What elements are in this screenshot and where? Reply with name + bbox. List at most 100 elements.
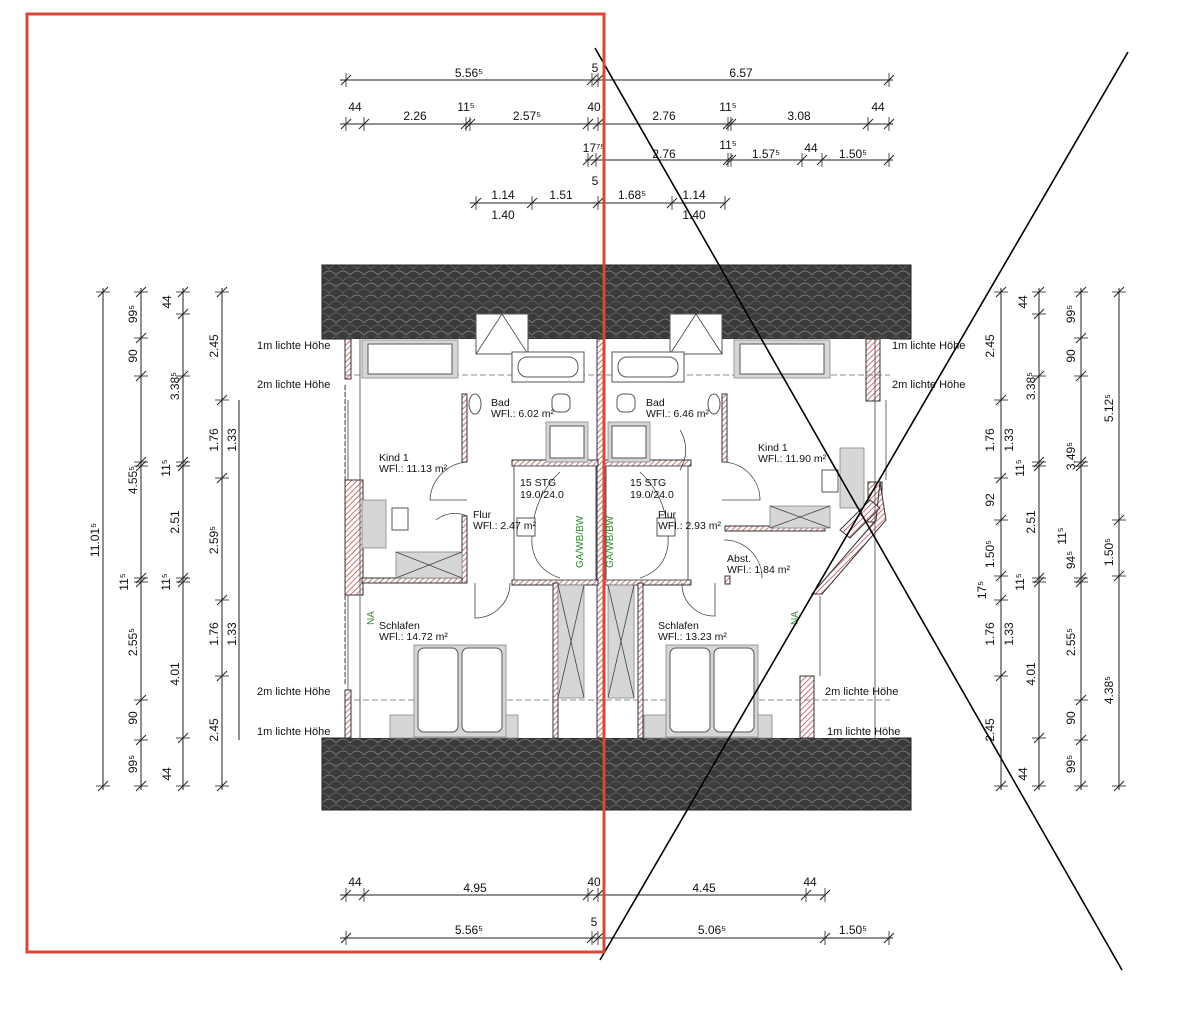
dim-left-c2-6: 99⁵ <box>126 755 140 773</box>
room-name-flur-right: Flur <box>658 509 677 521</box>
room-area-kind-left: WFl.: 11.13 m² <box>379 463 448 475</box>
dim-top-4a: 5 <box>592 174 599 188</box>
stair-steps-right: 15 STG <box>630 477 666 489</box>
dimension-lines-top <box>340 73 895 210</box>
dim-bottom-2c: 5.06⁵ <box>698 923 726 937</box>
dim-top-3a: 17⁷⁵ <box>583 141 606 155</box>
dim-right-c5-2: 4.38⁵ <box>1102 676 1116 704</box>
dim-left-c4-3: 1.76 <box>207 622 221 646</box>
height-label-2m-top-right: 2m lichte Höhe <box>892 379 965 391</box>
dimension-lines-right <box>1000 288 1120 790</box>
na-marker-left: NA <box>366 611 377 625</box>
dim-bottom-2a: 5 <box>591 915 598 929</box>
dim-left-c5-1: 1.33 <box>225 622 239 646</box>
stair-right <box>605 465 689 581</box>
dim-labels-bottom: 44 4.95 40 4.45 44 5 5.56⁵ 5.06⁵ 1.50⁵ <box>348 875 867 937</box>
dim-left-c3-2: 11⁵ <box>159 459 173 476</box>
room-area-flur-right: WFl.: 2.93 m² <box>658 520 722 532</box>
room-area-kind-right: WFl.: 11.90 m² <box>758 453 827 465</box>
dim-right-c4-6: 90 <box>1064 711 1078 725</box>
stair-ratio-right: 19.0/24.0 <box>630 489 674 501</box>
dim-top-4d: 1.68⁵ <box>618 188 646 202</box>
dim-top-2h: 3.08 <box>787 109 811 123</box>
dim-right-c3-2: 11⁵ <box>1013 573 1027 590</box>
dim-top-3d: 1.57⁵ <box>752 147 780 161</box>
dimension-lines-bottom <box>340 888 895 945</box>
dim-right-c3-3: 4.01 <box>1024 662 1038 686</box>
dim-right-c1-2: 92 <box>983 493 997 507</box>
dim-right-c5-0: 5.12⁵ <box>1102 394 1116 422</box>
dim-left-c3-0: 44 <box>160 295 174 309</box>
dim-right-c1-1: 1.76 <box>983 428 997 452</box>
height-label-1m-bottom-left: 1m lichte Höhe <box>257 726 330 738</box>
dim-right-c4-5: 2.55⁵ <box>1064 628 1078 656</box>
dim-left-c3-4: 11⁵ <box>159 573 173 590</box>
dim-right-c1-4: 17⁵ <box>975 581 989 599</box>
height-label-1m-bottom-right: 1m lichte Höhe <box>827 726 900 738</box>
stair-ratio-left: 19.0/24.0 <box>520 489 564 501</box>
dim-left-c3-1: 3.38⁵ <box>168 372 182 400</box>
dim-bottom-1b: 4.95 <box>463 881 487 895</box>
room-name-schlafen-left: Schlafen <box>379 620 420 632</box>
dim-top-1a: 5.56⁵ <box>455 66 483 80</box>
dim-top-2f: 2.76 <box>652 109 676 123</box>
room-name-bad-left: Bad <box>491 397 510 409</box>
dimension-lines-left <box>102 288 240 790</box>
dim-right-c2-0: 44 <box>1016 295 1030 309</box>
double-bed-right <box>643 644 773 739</box>
room-area-bad-right: WFl.: 6.46 m² <box>646 408 710 420</box>
dim-labels-top: 5.56⁵ 5 6.57 44 2.26 11⁵ 2.57⁵ 40 2.76 1… <box>348 61 885 222</box>
room-area-abst: WFl.: 1.84 m² <box>727 564 791 576</box>
dim-bottom-1a: 44 <box>348 875 362 889</box>
dim-right-c4-4: 11⁵ <box>1055 527 1069 544</box>
dim-top-1c: 6.57 <box>729 66 753 80</box>
dim-left-c3-5: 4.01 <box>168 662 182 686</box>
room-labels: Bad WFl.: 6.02 m² Bad WFl.: 6.46 m² Kind… <box>366 397 827 643</box>
dim-left-c2-1: 90 <box>126 349 140 363</box>
room-area-schlafen-left: WFl.: 14.72 m² <box>379 631 448 643</box>
duct-marker-left: GA/WB/BW <box>575 515 586 568</box>
room-name-kind-right: Kind 1 <box>758 442 788 454</box>
duct-marker-right: GA/WB/BW <box>605 515 616 568</box>
dim-right-c4-0: 99⁵ <box>1064 305 1078 323</box>
dim-top-4c: 1.51 <box>549 188 573 202</box>
dim-top-2b: 2.26 <box>403 109 427 123</box>
height-labels: 1m lichte Höhe 2m lichte Höhe 1m lichte … <box>257 340 965 738</box>
height-label-1m-top-right: 1m lichte Höhe <box>892 340 965 352</box>
dim-left-c4-1: 1.76 <box>207 428 221 452</box>
dim-right-c2-3: 1.33 <box>1002 622 1016 646</box>
na-marker-right: NA <box>790 611 801 625</box>
room-name-abst: Abst. <box>727 553 751 565</box>
dim-top-2d: 2.57⁵ <box>513 109 541 123</box>
dim-top-4e: 1.14 <box>682 188 706 202</box>
dim-left-c3-6: 44 <box>160 767 174 781</box>
dim-left-c1: 11.01⁵ <box>88 523 102 557</box>
roof-bottom <box>321 737 912 811</box>
dim-left-c2-0: 99⁵ <box>126 305 140 323</box>
dim-bottom-1e: 44 <box>803 875 817 889</box>
dim-bottom-2b: 5.56⁵ <box>455 923 483 937</box>
dim-right-c2-2: 11⁵ <box>1013 459 1027 476</box>
dim-right-c4-7: 99⁵ <box>1064 755 1078 773</box>
building-interior <box>344 313 890 739</box>
room-name-schlafen-right: Schlafen <box>658 620 699 632</box>
dim-right-c4-1: 90 <box>1064 349 1078 363</box>
dim-right-c1-0: 2.45 <box>983 334 997 358</box>
dim-top-2a: 44 <box>348 100 362 114</box>
dim-top-3f: 1.50⁵ <box>839 147 867 161</box>
selection-highlight[interactable] <box>25 12 606 954</box>
room-area-bad-left: WFl.: 6.02 m² <box>491 408 555 420</box>
dim-right-c1-5: 1.76 <box>983 622 997 646</box>
height-label-2m-bottom-right: 2m lichte Höhe <box>825 686 898 698</box>
room-area-schlafen-right: WFl.: 13.23 m² <box>658 631 727 643</box>
dim-left-c3-3: 2.51 <box>168 510 182 534</box>
dim-left-c2-2: 4.55⁵ <box>126 466 140 494</box>
double-bed-left <box>389 644 519 739</box>
dim-right-c1-6: 2.45 <box>983 718 997 742</box>
dim-bottom-2d: 1.50⁵ <box>839 923 867 937</box>
dim-right-c3-0: 3.38⁵ <box>1024 372 1038 400</box>
dim-right-c4-2: 3.49⁵ <box>1064 442 1078 470</box>
dim-bottom-1c: 40 <box>587 875 601 889</box>
dim-top-5a: 1.40 <box>491 208 515 222</box>
